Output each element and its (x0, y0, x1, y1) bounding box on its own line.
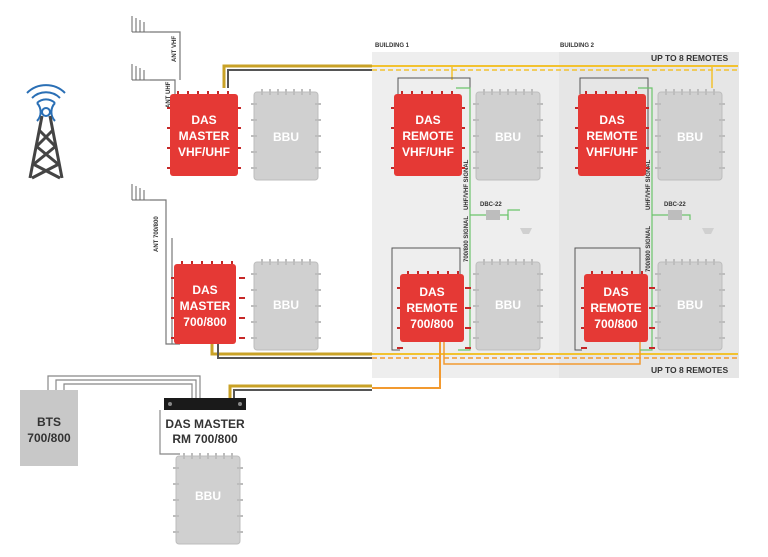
antenna-feeders (150, 31, 181, 345)
das-remote-vhf-b1: DAS REMOTE VHF/UHF (390, 90, 466, 176)
master-vhf-line3: VHF/UHF (178, 145, 230, 159)
dbc-label-2: DBC-22 (664, 202, 686, 208)
das-remote-vhf-b2: DAS REMOTE VHF/UHF (574, 90, 650, 176)
master-rm-line2: RM 700/800 (172, 432, 238, 446)
bbu-remote-vhf-b1: BBU (472, 88, 544, 181)
bts-rm-cable (47, 375, 201, 398)
bts-line1: BTS (37, 415, 61, 429)
antenna-uhf-icon (131, 63, 151, 81)
top-trunk-cable (222, 64, 738, 88)
bts-unit: BTS 700/800 (20, 390, 78, 466)
remote-vhf-b1-line3: VHF/UHF (402, 145, 454, 159)
dbc-device-2 (668, 210, 714, 234)
bbu-label: BBU (195, 489, 221, 503)
remote-700-b1-line2: REMOTE (406, 301, 457, 315)
signal-label-uhfvhf-1: UHF/VHF SIGNAL (464, 159, 470, 210)
antenna-vhf-icon (131, 15, 151, 33)
das-master-700-unit: DAS MASTER 700/800 (170, 260, 246, 344)
master-vhf-line1: DAS (191, 113, 216, 127)
bottom-banner: UP TO 8 REMOTES (651, 365, 728, 375)
das-master-rm-unit: DAS MASTER RM 700/800 (164, 398, 246, 446)
bts-line2: 700/800 (27, 431, 71, 445)
remote-700-b1-line1: DAS (419, 285, 444, 299)
building-2-label: BUILDING 2 (560, 43, 595, 49)
signal-label-uhfvhf-2: UHF/VHF SIGNAL (646, 159, 652, 210)
rm-feed-cable (228, 340, 641, 398)
remote-700-b2-line3: 700/800 (594, 317, 638, 331)
top-banner: UP TO 8 REMOTES (651, 53, 728, 63)
remote-700-b2-line2: REMOTE (590, 301, 641, 315)
remote-vhf-b2-line3: VHF/UHF (586, 145, 638, 159)
signal-label-700-2: 700/800 SIGNAL (646, 226, 652, 272)
master-700-line1: DAS (192, 283, 217, 297)
bbu-master-700: BBU (250, 258, 322, 351)
bbu-remote-700-b2: BBU (654, 258, 726, 351)
rm-bbu-link (159, 410, 180, 455)
master-700-line3: 700/800 (183, 315, 227, 329)
das-master-vhf-unit: DAS MASTER VHF/UHF (166, 90, 242, 176)
remote-vhf-b1-line2: REMOTE (402, 129, 453, 143)
signal-label-700-1: 700/800 SIGNAL (464, 216, 470, 262)
master-700-line2: MASTER (180, 299, 231, 313)
dbc-label-1: DBC-22 (480, 202, 502, 208)
bottom-trunk-cable (210, 342, 738, 359)
master-rm-line1: DAS MASTER (165, 417, 245, 431)
remote-vhf-b2-line2: REMOTE (586, 129, 637, 143)
building-1-label: BUILDING 1 (375, 43, 410, 49)
remote-vhf-b2-line1: DAS (599, 113, 624, 127)
antenna-vhf-label: ANT VHF (172, 36, 178, 62)
cell-tower-icon (26, 84, 66, 180)
antenna-700-icon (131, 183, 151, 201)
bbu-master-vhf: BBU (250, 88, 322, 181)
bbu-label: BBU (273, 298, 299, 312)
remote-vhf-b1-line1: DAS (415, 113, 440, 127)
remote-700-b2-line1: DAS (603, 285, 628, 299)
das-remote-700-b1: DAS REMOTE 700/800 (396, 270, 472, 349)
bbu-label: BBU (495, 298, 521, 312)
bbu-master-rm: BBU (172, 452, 244, 545)
dbc-device-1 (486, 210, 532, 234)
das-remote-700-b2: DAS REMOTE 700/800 (580, 270, 656, 349)
bbu-label: BBU (495, 130, 521, 144)
remote-700-b1-line3: 700/800 (410, 317, 454, 331)
master-vhf-line2: MASTER (179, 129, 230, 143)
bbu-label: BBU (677, 298, 703, 312)
bbu-remote-700-b1: BBU (472, 258, 544, 351)
bbu-remote-vhf-b2: BBU (654, 88, 726, 181)
antenna-700-label: ANT 700/800 (154, 216, 160, 252)
antenna-uhf-label: ANT UHF (166, 81, 172, 108)
bbu-label: BBU (273, 130, 299, 144)
signal-lines (456, 87, 691, 351)
bbu-label: BBU (677, 130, 703, 144)
